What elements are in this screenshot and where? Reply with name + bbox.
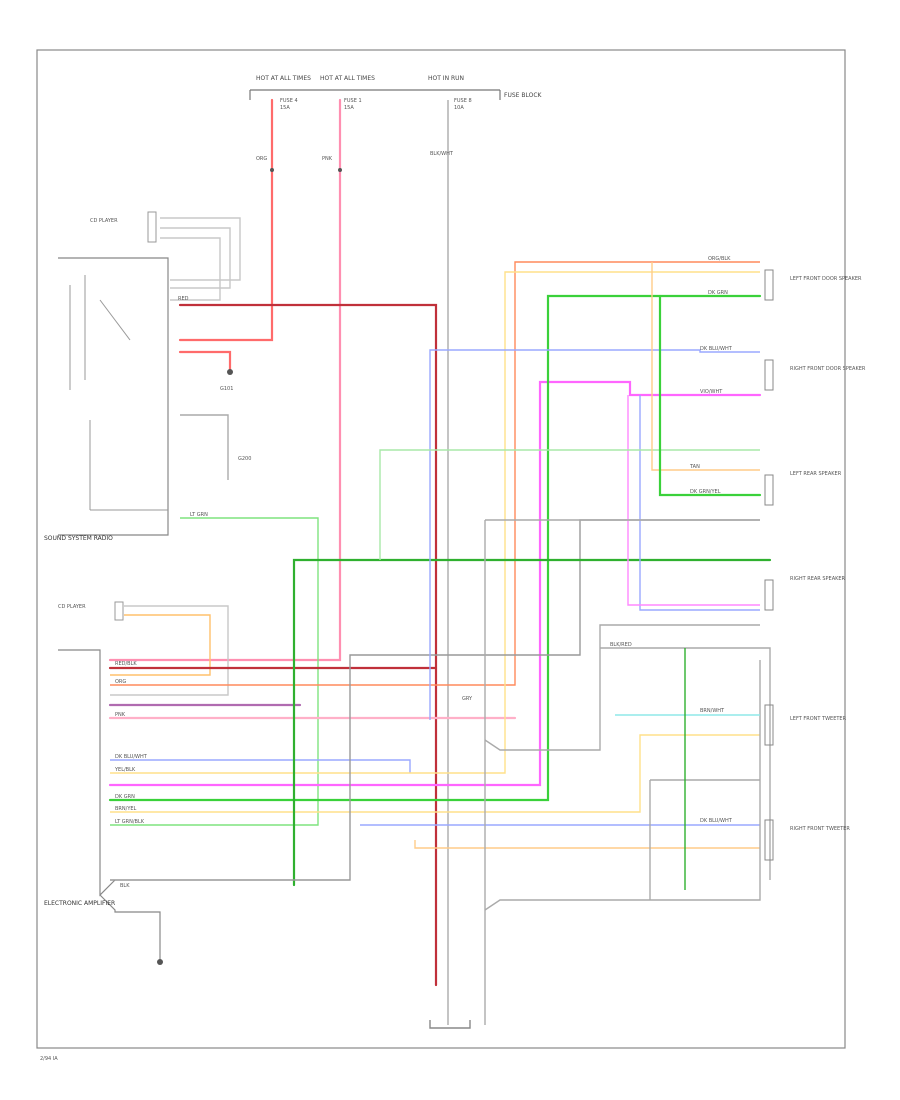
radio-unit: SOUND SYSTEM RADIO (44, 257, 169, 542)
wire-label: PNK (322, 156, 333, 162)
radio-label: SOUND SYSTEM RADIO (44, 535, 113, 542)
wire-cd-1 (110, 605, 229, 696)
splice-node (270, 168, 274, 172)
footer-code: 2/94 IA (40, 1056, 58, 1062)
speaker-label: LEFT FRONT DOOR SPEAKER (790, 276, 862, 282)
speaker-r-rear: RIGHT REAR SPEAKER (764, 576, 846, 611)
wire-lr-green (658, 294, 762, 497)
speaker-label: RIGHT REAR SPEAKER (790, 576, 846, 582)
wire-amp-yellow (110, 271, 760, 774)
fuse-3-rating: 10A (454, 105, 464, 111)
wire-label: DK BLU/WHT (115, 754, 148, 760)
wire-label: PNK (115, 712, 126, 718)
wire-radio-dim (180, 414, 229, 480)
wire-darkred (178, 303, 438, 987)
cd-changer: CD PLAYER (58, 601, 229, 696)
speaker-lf-tweeter: LEFT FRONT TWEETER (764, 704, 847, 746)
wire-label: ORG/BLK (708, 256, 731, 262)
wire-gray-6 (600, 647, 771, 880)
wire-radio-ground (178, 350, 232, 372)
wire-label: LT GRN/BLK (115, 819, 145, 825)
speaker-l-rear: LEFT REAR SPEAKER (764, 471, 842, 506)
wire-ltgreen (110, 517, 319, 826)
component-label: G200 (238, 456, 251, 462)
fuse-2-id: FUSE 1 (344, 98, 362, 104)
ground-symbol (157, 959, 163, 965)
wire-label: BRN/YEL (115, 806, 137, 812)
speaker-rf-door: RIGHT FRONT DOOR SPEAKER (764, 359, 866, 391)
speaker-label: RIGHT FRONT TWEETER (790, 826, 850, 832)
wire-label: DK GRN/YEL (690, 489, 721, 495)
splice-node (338, 168, 342, 172)
fuse-1-rating: 15A (280, 105, 290, 111)
fuse-3-id: FUSE 8 (454, 98, 472, 104)
wire-label: DK GRN (115, 794, 135, 800)
wire-gray-4 (484, 624, 760, 751)
speaker-label: LEFT REAR SPEAKER (790, 471, 842, 477)
wire-ltgreen-2 (379, 449, 760, 560)
wire-tape-2 (160, 227, 231, 289)
speaker-label: LEFT FRONT TWEETER (790, 716, 847, 722)
speaker-label: RIGHT FRONT DOOR SPEAKER (790, 366, 866, 372)
diagram-frame (36, 49, 846, 1049)
wire-label: VIO/WHT (700, 389, 723, 395)
wire-tape-3 (160, 237, 221, 301)
wire-amp-blue (110, 759, 411, 773)
wire-label: RED (178, 296, 189, 302)
fuse-1-id: FUSE 4 (280, 98, 298, 104)
wire-label: GRY (462, 696, 473, 702)
ground-label: G101 (220, 386, 233, 392)
wire-tape-1 (160, 217, 241, 281)
wire-label: LT GRN (190, 512, 208, 518)
fuse-1-name: HOT AT ALL TIMES (256, 75, 311, 82)
wire-rf-blue (429, 349, 760, 720)
wire-rr-blue (639, 395, 760, 611)
wire-fuse2-pink (108, 98, 342, 662)
wire-label: RED/BLK (115, 661, 137, 667)
amplifier-label: ELECTRONIC AMPLIFIER (44, 900, 115, 907)
wire-label: ORG (115, 679, 126, 685)
tape-label: CD PLAYER (90, 218, 118, 224)
fuse-2-name: HOT AT ALL TIMES (320, 75, 375, 82)
fuse-box-label: FUSE BLOCK (504, 92, 543, 99)
wire-label: TAN (689, 464, 700, 470)
wire-amp-tan (414, 840, 760, 849)
wire-fuse1-red (178, 98, 274, 342)
wire-amp-green (108, 294, 762, 802)
wire-label: BRN/WHT (700, 708, 725, 714)
wire-gray-1 (349, 519, 760, 825)
fuse-block: HOT AT ALL TIMES HOT AT ALL TIMES HOT IN… (249, 75, 543, 111)
speaker-rf-tweeter: RIGHT FRONT TWEETER (764, 819, 850, 861)
wire-label: ORG (256, 156, 267, 162)
wire-label: BLK/RED (610, 642, 632, 648)
fuse-3-name: HOT IN RUN (428, 75, 464, 82)
wire-label: BLK (120, 883, 130, 889)
wire-amp-orange (110, 261, 760, 686)
fuse-2-rating: 15A (344, 105, 354, 111)
amplifier: ELECTRONIC AMPLIFIER (44, 649, 163, 965)
ground-symbol (227, 369, 233, 375)
wire-dkgreen-bus (292, 558, 772, 887)
wire-rr-magenta (627, 395, 760, 606)
wire-label: BLK/WHT (430, 151, 454, 157)
ground-stub (429, 1020, 471, 1029)
wire-lr-orange (651, 262, 760, 471)
wire-amp-yellow-2 (110, 734, 760, 813)
wire-amp-ground (110, 825, 351, 881)
wire-cd-2 (110, 614, 211, 676)
speaker-lf-door: LEFT FRONT DOOR SPEAKER (764, 269, 862, 301)
wire-label: YEL/BLK (114, 767, 136, 773)
wire-label: DK BLU/WHT (700, 818, 733, 824)
wire-label: DK BLU/WHT (700, 346, 733, 352)
cd-label: CD PLAYER (58, 604, 86, 610)
tape-player: CD PLAYER (90, 211, 241, 301)
wire-label: DK GRN (708, 290, 728, 296)
